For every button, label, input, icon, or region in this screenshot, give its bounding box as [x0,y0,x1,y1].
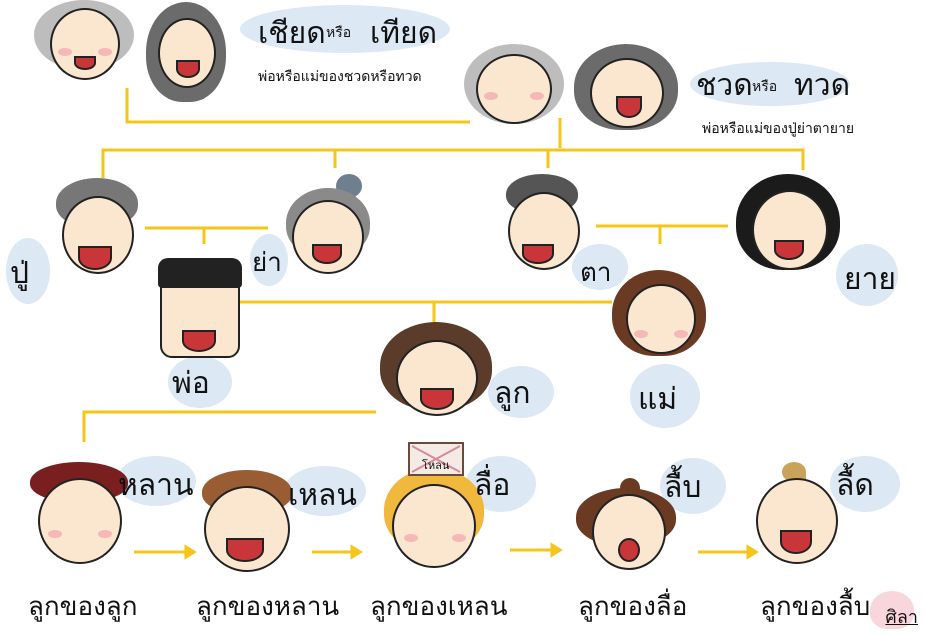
heart-icon [870,591,914,629]
label-great-great-alt: เทียด [370,16,438,51]
label-mae: แม่ [638,382,678,417]
blob-luk [488,366,554,418]
crossed-label: โหลน [422,459,450,472]
label-luk: ลูก [494,376,531,411]
blob-ya [250,234,288,286]
label-pu: ปู่ [10,256,30,291]
label-great-desc: พ่อหรือแม่ของปู่ย่าตายาย [702,121,855,137]
blob-pu [6,238,50,304]
label-ya: ย่า [252,248,282,278]
blob-luet [830,456,900,512]
label-luep: ลื้บ [664,470,702,505]
line-child [82,410,376,442]
label-lue: ลื่อ [474,468,511,503]
label-ta: ตา [580,258,612,288]
label-great-great-name: เชียด [258,16,326,51]
signature: ศิลา [870,591,918,631]
label-great-alt: ทวด [794,68,851,103]
blob-pho [168,356,232,408]
caption-child-of-child: ลูกของลูก [28,592,138,622]
label-great-great-desc: พ่อหรือแม่ของชวดหรือทวด [258,69,422,85]
signature-text: ศิลา [885,607,918,628]
label-lan: หลาน [118,468,194,503]
caption-child-of-lue: ลูกของลื่อ [578,592,688,622]
label-yai: ยาย [844,262,897,297]
label-great-or: หรือ [752,79,778,95]
line-great-great [125,88,470,124]
label-len: เหลน [288,478,357,513]
label-great-great-or: หรือ [326,25,352,41]
crossed-out-label-box: โหลน [408,442,464,476]
blob-ta [572,244,628,290]
blob-len [284,466,366,516]
line-grandparents [101,148,805,178]
label-luet: ลื้ด [836,468,874,503]
blob-mae [630,364,700,428]
blob-great-great [240,5,450,53]
label-great-name: ชวด [696,68,753,103]
label-pho: พ่อ [172,366,210,401]
caption-child-of-lan: ลูกของหลาน [196,592,340,622]
blob-yai [836,244,898,306]
blob-great [690,62,850,106]
caption-child-of-len: ลูกของเหลน [370,592,508,622]
caption-child-of-luep: ลูกของลื้บ [760,592,871,622]
blob-lan [116,456,196,506]
